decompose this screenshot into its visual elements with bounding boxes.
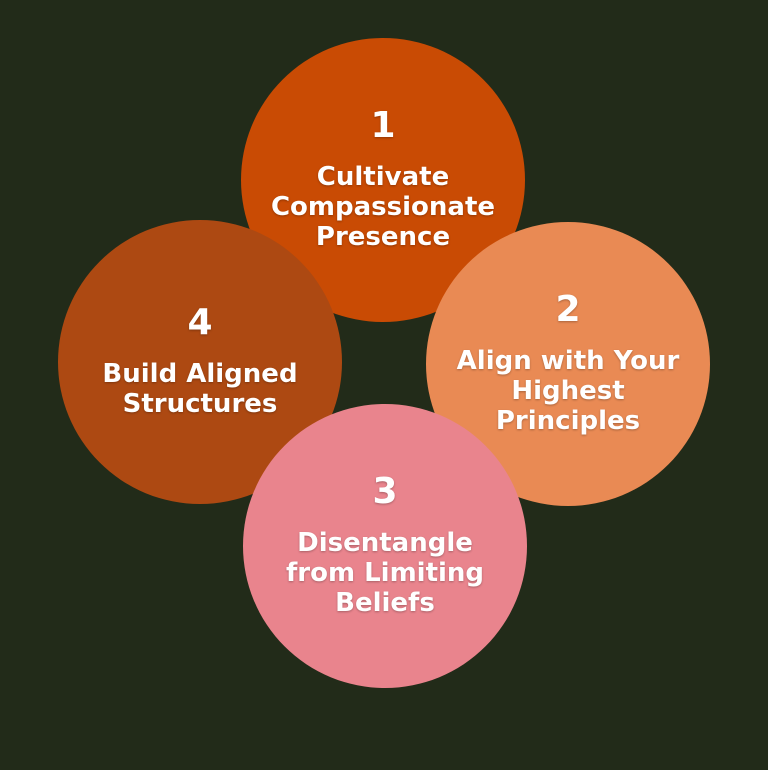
step-number-3: 3 [372,471,398,512]
step-circle-2: 2 Align with Your Highest Principles [426,222,710,506]
step-label-2: Align with Your Highest Principles [456,346,680,436]
step-label-3: Disentangle from Limiting Beliefs [285,528,485,618]
step-label-4: Build Aligned Structures [102,359,298,419]
step-label-1: Cultivate Compassionate Presence [270,162,496,252]
step-number-4: 4 [187,302,213,343]
step-circle-3: 3 Disentangle from Limiting Beliefs [243,404,527,688]
step-number-2: 2 [555,289,581,330]
step-number-1: 1 [370,105,396,146]
